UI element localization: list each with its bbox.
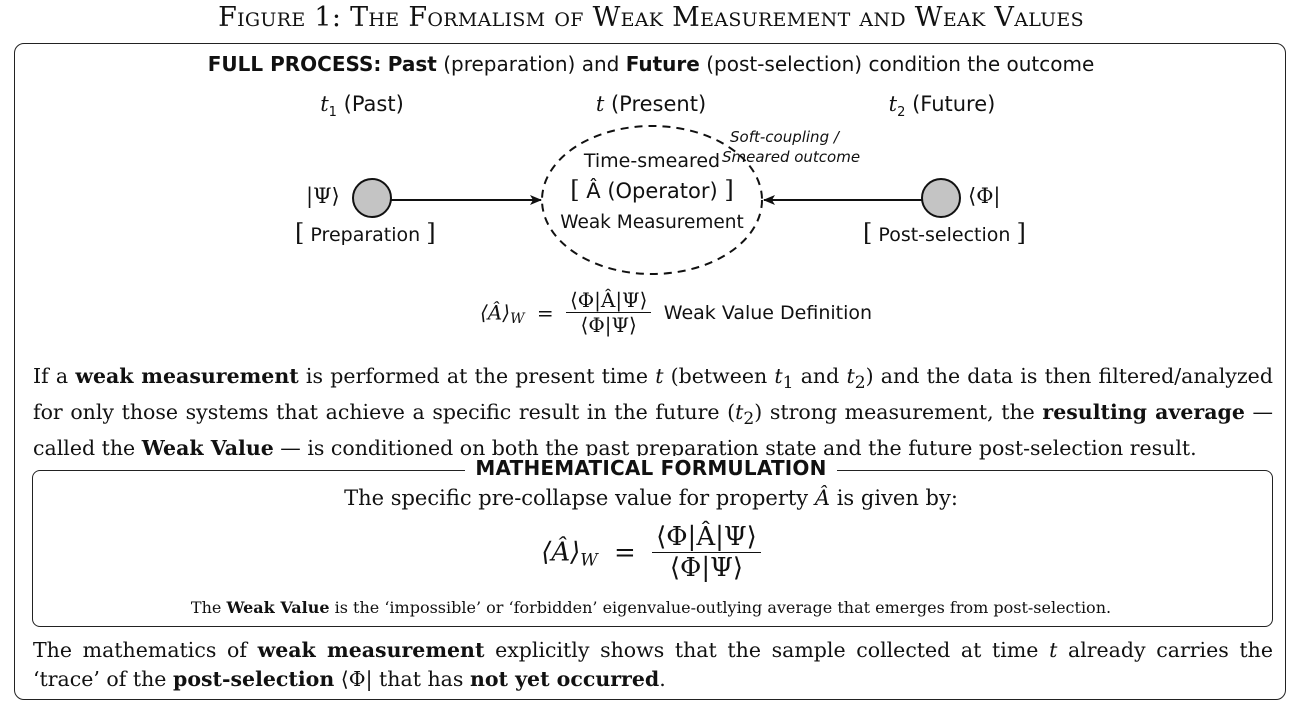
para1-text: — called the xyxy=(33,400,1273,461)
math-intro-text-2: is given by: xyxy=(836,486,958,510)
present-label-text: (Present) xyxy=(610,92,707,116)
process-header-text: (preparation) and xyxy=(443,52,620,76)
weak-value-definition: ⟨Â⟩W = ⟨Φ|Â|Ψ⟩ ⟨Φ|Ψ⟩ Weak Value Definiti… xyxy=(480,288,872,337)
bracket-close: ] xyxy=(724,176,734,204)
bracket-close: ] xyxy=(426,219,436,247)
para1-t: t xyxy=(655,364,664,388)
outer-frame xyxy=(14,43,1286,700)
para2-text: that has xyxy=(379,667,464,691)
para2-period: . xyxy=(659,667,666,691)
para2-bold-not-yet-occurred: not yet occurred xyxy=(469,667,660,691)
formula-caption: Weak Value Definition xyxy=(663,301,873,324)
future-label-text: (Future) xyxy=(912,92,996,116)
weak-value-formula-large: ⟨Â⟩W = ⟨Φ|Â|Ψ⟩ ⟨Φ|Ψ⟩ xyxy=(0,522,1302,583)
para1-bold-weak-value: Weak Value xyxy=(141,436,274,461)
math-heading-text: MATHEMATICAL FORMULATION xyxy=(465,456,837,480)
para1-text: is performed at the present time xyxy=(305,364,648,388)
postselection-node xyxy=(921,178,961,218)
math-formulation-heading: MATHEMATICAL FORMULATION xyxy=(0,456,1302,480)
timeline-future-label: t2 (Future) xyxy=(832,92,1052,120)
math-intro-operator: Â xyxy=(814,486,831,510)
figure-title: Figure 1: The Formalism of Weak Measurem… xyxy=(218,2,1084,33)
future-keyword: Future xyxy=(625,52,700,76)
para2-bold-weak-measurement: weak measurement xyxy=(257,638,485,662)
process-header: FULL PROCESS: Past (preparation) and Fut… xyxy=(0,52,1302,76)
math-note-bold: Weak Value xyxy=(226,598,330,617)
formula-large-numerator: ⟨Φ|Â|Ψ⟩ xyxy=(652,522,761,553)
t2-symbol: t xyxy=(888,92,898,116)
math-note-text-2: is the ‘impossible’ or ‘forbidden’ eigen… xyxy=(334,598,1112,617)
para1-bold-resulting-average: resulting average xyxy=(1042,400,1245,425)
past-label-text: (Past) xyxy=(343,92,404,116)
preparation-text: Preparation xyxy=(310,224,421,246)
bracket-open: [ xyxy=(295,219,305,247)
math-intro: The specific pre-collapse value for prop… xyxy=(0,486,1302,510)
formula-denominator: ⟨Φ|Ψ⟩ xyxy=(580,313,637,337)
formula-lhs: ⟨Â⟩ xyxy=(480,300,511,325)
t-symbol: t xyxy=(595,92,605,116)
para1-t2b: t xyxy=(735,400,744,425)
process-header-label: FULL PROCESS: xyxy=(207,52,382,76)
postselection-label: [ Post-selection ] xyxy=(863,219,1026,247)
math-note: The Weak Value is the ‘impossible’ or ‘f… xyxy=(0,598,1302,617)
formula-large-fraction: ⟨Φ|Â|Ψ⟩ ⟨Φ|Ψ⟩ xyxy=(652,522,761,583)
formula-equals: = xyxy=(536,300,554,325)
soft-coupling-line-1: Soft-coupling / xyxy=(730,128,839,146)
operator-text: Â (Operator) xyxy=(586,179,718,203)
bracket-close: ] xyxy=(1016,219,1026,247)
process-header-text-2: (post-selection) condition the outcome xyxy=(706,52,1095,76)
para2-text: The mathematics of xyxy=(33,638,247,662)
para1-text: If a xyxy=(33,364,69,388)
time-smeared-label: Time-smeared xyxy=(583,150,721,172)
formula-numerator: ⟨Φ|Â|Ψ⟩ xyxy=(565,288,652,313)
formula-large-denominator: ⟨Φ|Ψ⟩ xyxy=(669,553,744,583)
psi-ket: |Ψ⟩ xyxy=(306,184,340,208)
formula-large-lhs: ⟨Â⟩ xyxy=(541,537,581,568)
timeline-past-label: t1 (Past) xyxy=(252,92,472,120)
bracket-open: [ xyxy=(570,176,580,204)
formula-large-equals: = xyxy=(614,537,636,568)
preparation-label: [ Preparation ] xyxy=(295,219,436,247)
math-intro-text: The specific pre-collapse value for prop… xyxy=(344,486,809,510)
phi-bra: ⟨Φ| xyxy=(968,184,1001,208)
preparation-node xyxy=(352,178,392,218)
timeline-present-label: t (Present) xyxy=(541,92,761,116)
weak-measurement-ellipse xyxy=(541,125,763,275)
para1-bold-weak-measurement: weak measurement xyxy=(75,364,299,388)
para1-t1: t xyxy=(774,364,783,388)
soft-coupling-annotation: Soft-coupling / Smeared outcome xyxy=(722,127,860,167)
para2-t: t xyxy=(1049,638,1058,662)
para1-text: (between xyxy=(670,364,768,388)
soft-coupling-line-2: Smeared outcome xyxy=(722,148,861,166)
bracket-open: [ xyxy=(863,219,873,247)
math-note-text: The xyxy=(190,598,222,617)
para1-text: ) and the data is then filtered/analyzed… xyxy=(33,364,1273,425)
past-keyword: Past xyxy=(387,52,437,76)
conclusion-paragraph: The mathematics of weak measurement expl… xyxy=(33,636,1273,694)
para1-t1-sub: 1 xyxy=(782,373,794,394)
para2-text: already carries the ‘trace’ of the xyxy=(33,638,1273,691)
para1-t2b-sub: 2 xyxy=(743,409,755,430)
t1-subscript: 1 xyxy=(328,105,337,121)
weak-measurement-label: Weak Measurement xyxy=(560,212,744,233)
para2-text: explicitly shows that the sample collect… xyxy=(495,638,1039,662)
t1-symbol: t xyxy=(320,92,329,116)
para2-bold-post-selection: post-selection xyxy=(172,667,335,691)
formula-large-lhs-sub: W xyxy=(580,550,598,571)
formula-lhs-sub: W xyxy=(510,311,525,327)
operator-label: [ Â (Operator) ] xyxy=(560,176,744,204)
formula-fraction: ⟨Φ|Â|Ψ⟩ ⟨Φ|Ψ⟩ xyxy=(565,288,652,337)
postselection-text: Post-selection xyxy=(878,224,1011,246)
para1-text: ) strong measurement, the xyxy=(754,400,1035,425)
explanation-paragraph: If a weak measurement is performed at th… xyxy=(33,362,1273,463)
para1-t2-sub: 2 xyxy=(854,373,866,394)
para2-phi-bra: ⟨Φ| xyxy=(340,667,373,691)
para1-t2: t xyxy=(846,364,855,388)
t2-subscript: 2 xyxy=(897,105,906,121)
para1-text: and xyxy=(800,364,840,388)
